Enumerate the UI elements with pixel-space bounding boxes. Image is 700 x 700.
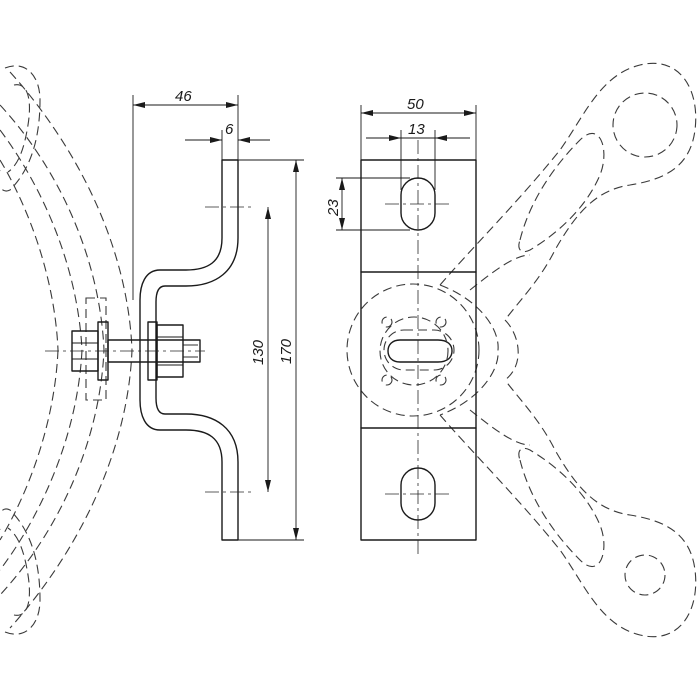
bracket-front-view — [360, 140, 477, 555]
dim-slot-width: 13 — [408, 121, 425, 138]
dimension-thickness: 6 — [185, 121, 270, 160]
pole-outline-left — [0, 65, 133, 635]
slot-center — [383, 329, 455, 371]
dim-overall-height: 170 — [278, 338, 295, 364]
dimension-slot-length: 23 — [325, 177, 410, 231]
dimension-hole-spacing: 130 — [250, 207, 271, 492]
dim-slot-length: 23 — [325, 199, 342, 217]
bracket-side-view — [45, 159, 255, 541]
dim-plate-width: 50 — [407, 96, 424, 113]
dimension-depth: 46 — [132, 88, 239, 300]
dim-overall-depth: 46 — [175, 88, 192, 105]
clamp-arms-dashed — [346, 62, 697, 638]
dimension-slot-width: 13 — [366, 121, 470, 190]
dim-plate-thickness: 6 — [225, 121, 234, 138]
dimension-overall-height: 170 — [238, 159, 304, 541]
dimension-plate-width: 50 — [360, 96, 477, 160]
dim-hole-spacing: 130 — [250, 339, 267, 365]
